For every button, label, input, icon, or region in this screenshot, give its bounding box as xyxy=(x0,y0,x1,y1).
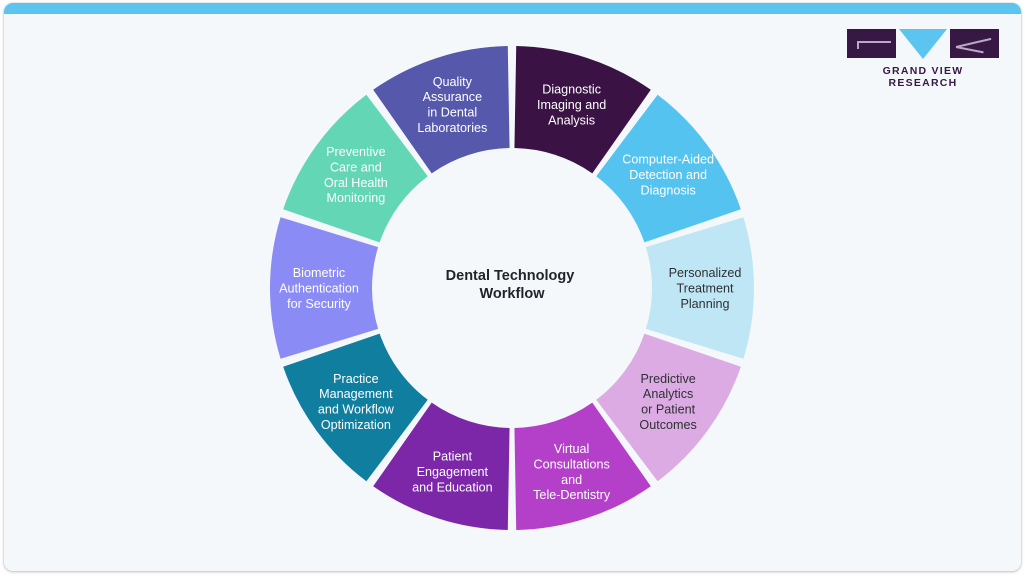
logo-left-tick xyxy=(857,41,859,49)
logo-block-right xyxy=(950,29,999,58)
logo-triangle-icon xyxy=(899,29,947,59)
donut-segment[interactable] xyxy=(283,333,428,482)
center-title: Dental Technology Workflow xyxy=(446,268,579,302)
grand-view-research-logo: GRAND VIEW RESEARCH xyxy=(847,29,999,89)
donut-segment[interactable] xyxy=(514,402,651,530)
donut-segment[interactable] xyxy=(283,94,428,243)
donut-segment[interactable] xyxy=(596,333,741,482)
top-accent-bar xyxy=(4,3,1021,14)
logo-block-left xyxy=(847,29,896,58)
donut-segment[interactable] xyxy=(373,402,510,530)
donut-segment[interactable] xyxy=(596,94,741,243)
center-title-line-1: Dental Technology xyxy=(446,268,575,284)
donut-segments xyxy=(270,46,754,530)
donut-segment[interactable] xyxy=(645,217,754,359)
donut-segment[interactable] xyxy=(270,217,379,359)
donut-segment[interactable] xyxy=(514,46,651,174)
logo-left-rule xyxy=(857,41,891,43)
logo-wordmark: GRAND VIEW RESEARCH xyxy=(882,65,964,89)
logo-marks xyxy=(847,29,999,59)
donut-segment[interactable] xyxy=(373,46,510,174)
center-title-line-2: Workflow xyxy=(480,286,546,302)
